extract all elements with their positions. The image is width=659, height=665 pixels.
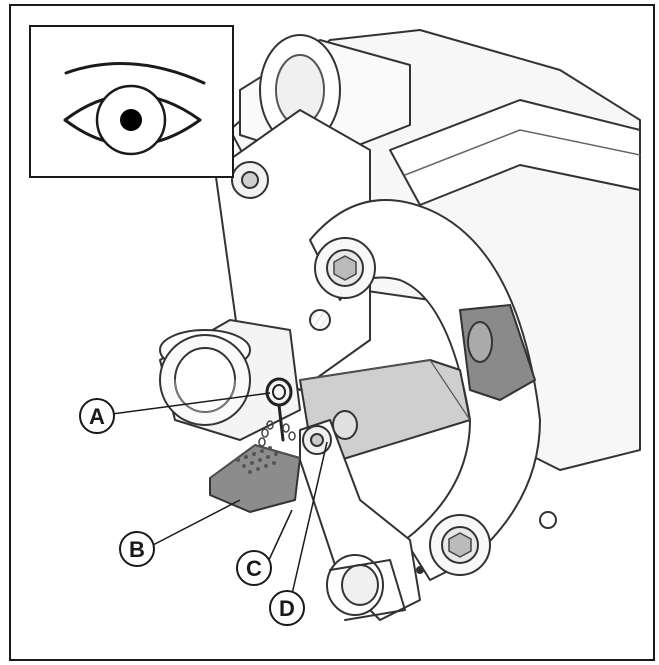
callout-c: C	[236, 550, 272, 586]
callout-a-label: A	[89, 404, 105, 429]
callout-c-label: C	[246, 556, 262, 581]
leader-line-a	[111, 392, 271, 415]
leader-line-b	[152, 499, 241, 546]
callout-d-label: D	[279, 596, 295, 621]
leader-line-d	[291, 441, 328, 595]
mechanism-assembly	[159, 29, 641, 621]
callout-a: A	[79, 398, 115, 434]
callout-b-label: B	[129, 537, 145, 562]
leader-lines	[111, 392, 328, 595]
callout-d: D	[269, 590, 305, 626]
leader-line-c	[267, 509, 293, 563]
callout-b: B	[119, 531, 155, 567]
eye-icon	[29, 25, 234, 178]
